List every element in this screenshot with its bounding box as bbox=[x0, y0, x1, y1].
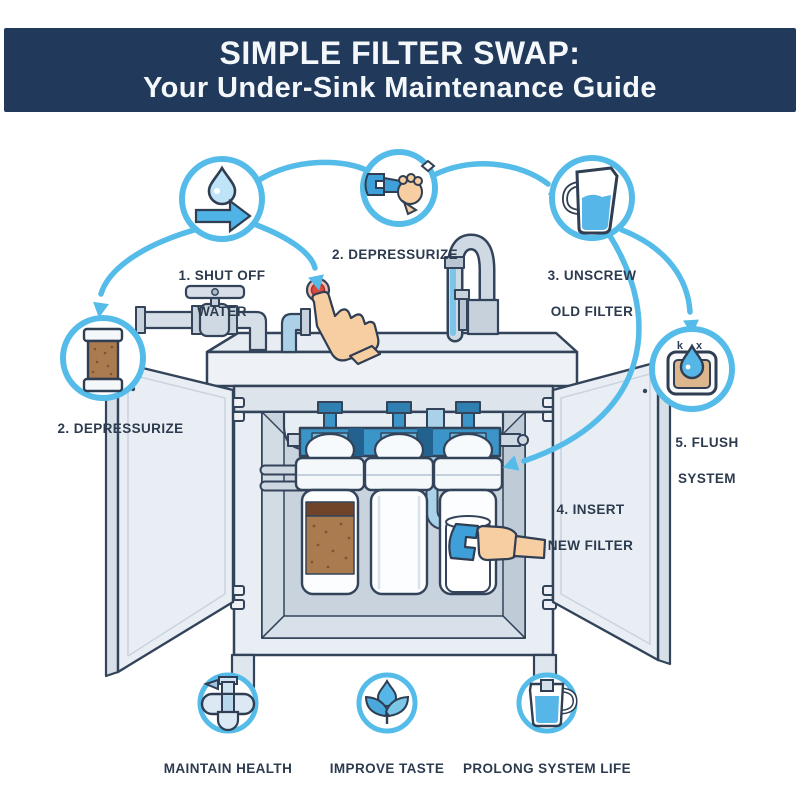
sparkle-icon bbox=[420, 159, 436, 173]
hand-with-wrench bbox=[448, 522, 547, 562]
step5-badge: k x bbox=[649, 326, 735, 412]
faucet bbox=[444, 233, 500, 343]
benefit2-badge bbox=[356, 672, 418, 734]
filter-canisters bbox=[294, 432, 547, 596]
arrow-step3-to-flush bbox=[619, 227, 693, 315]
under-sink-illustration bbox=[104, 233, 672, 689]
step-badges: k x bbox=[60, 149, 735, 412]
wrench-icon bbox=[448, 522, 480, 562]
faucet-handle bbox=[458, 295, 468, 331]
canister-middle bbox=[363, 432, 435, 596]
step1-label: 1. SHUT OFF WATER bbox=[178, 268, 266, 319]
step4-label: 4. INSERT NEW FILTER bbox=[547, 502, 634, 553]
dirty-media-band bbox=[305, 501, 355, 517]
benefit3-label: PROLONG SYSTEM LIFE bbox=[462, 761, 632, 776]
hand-wrench-icon bbox=[364, 159, 436, 216]
page-subtitle: Your Under-Sink Maintenance Guide bbox=[143, 72, 657, 104]
arrow-to-button bbox=[251, 221, 318, 271]
step3-label: 3. UNSCREW OLD FILTER bbox=[547, 268, 637, 319]
benefit1-label: MAINTAIN HEALTH bbox=[163, 761, 293, 776]
benefit2-label: IMPROVE TASTE bbox=[329, 761, 445, 776]
benefit-badges bbox=[197, 672, 578, 734]
step5-label: 5. FLUSH SYSTEM bbox=[675, 435, 739, 486]
benefit3-badge bbox=[516, 672, 578, 734]
step2-badge bbox=[360, 149, 438, 227]
water-drop-arrow-icon bbox=[194, 165, 252, 234]
arrow-step2-to-step3 bbox=[429, 161, 551, 187]
left-door bbox=[116, 360, 235, 674]
filter-cartridge-icon bbox=[82, 327, 124, 393]
flush-marks: k x bbox=[677, 340, 707, 352]
pitcher-water-icon bbox=[528, 679, 578, 728]
countertop bbox=[205, 331, 579, 414]
step3-badge bbox=[549, 155, 635, 241]
canister-new-filter bbox=[432, 432, 504, 596]
shutoff-valve bbox=[135, 284, 268, 352]
arrow-to-new-filter bbox=[521, 233, 642, 464]
arrow-step1-to-depressurize bbox=[98, 227, 197, 297]
step2-label: 2. DEPRESSURIZE bbox=[331, 247, 459, 262]
flow-arrows bbox=[93, 159, 699, 471]
page-title: SIMPLE FILTER SWAP: bbox=[219, 35, 581, 71]
dirty-media bbox=[305, 515, 355, 575]
pressure-release-button bbox=[280, 277, 382, 366]
right-door-knob bbox=[642, 388, 648, 394]
inline-filter-icon bbox=[200, 676, 256, 732]
title-banner: SIMPLE FILTER SWAP: Your Under-Sink Main… bbox=[4, 28, 796, 112]
arrow-step1-to-step2 bbox=[256, 159, 373, 183]
pressing-hand bbox=[311, 290, 382, 366]
canister-old-filter bbox=[294, 432, 366, 596]
step2b-label: 2. DEPRESSURIZE bbox=[57, 421, 184, 436]
leaf-drop-icon bbox=[364, 678, 410, 724]
step2b-badge bbox=[60, 315, 146, 401]
benefit1-badge bbox=[197, 672, 259, 734]
pitcher-icon bbox=[561, 166, 619, 235]
drain-flush-icon: k x bbox=[666, 340, 718, 396]
step1-badge bbox=[179, 156, 265, 242]
